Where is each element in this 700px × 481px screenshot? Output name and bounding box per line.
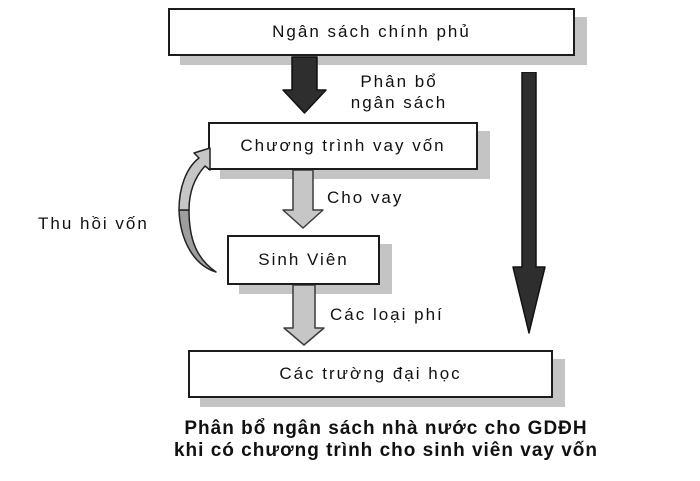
node-students: Sinh Viên <box>227 235 380 285</box>
capital-recovery-arrow-upper-crescent <box>178 147 211 211</box>
direct-allocation-long-arrow-icon <box>512 72 546 334</box>
flow-label-capital-recovery: Thu hồi vốn <box>38 214 149 233</box>
flow-label-fees: Các loại phí <box>330 305 444 324</box>
lending-down-arrow-icon <box>282 170 324 229</box>
diagram-caption: Phân bổ ngân sách nhà nước cho GDĐH khi … <box>173 418 599 461</box>
budget-allocation-arrow-icon <box>282 56 327 114</box>
node-government-budget: Ngân sách chính phủ <box>168 8 575 56</box>
node-loan-program-label: Chương trình vay vốn <box>240 136 446 155</box>
fees-down-arrow-shape <box>283 285 325 346</box>
flow-label-budget-allocation: Phân bổ ngân sách <box>350 72 448 112</box>
node-students-label: Sinh Viên <box>258 250 349 269</box>
direct-allocation-long-arrow-shape <box>512 72 546 334</box>
flow-label-lending: Cho vay <box>327 188 404 207</box>
budget-allocation-arrow-shape <box>282 56 327 114</box>
capital-recovery-arrow-lower-crescent <box>178 209 217 273</box>
node-universities-label: Các trường đại học <box>279 364 462 383</box>
node-loan-program: Chương trình vay vốn <box>208 122 478 170</box>
node-universities: Các trường đại học <box>188 350 553 398</box>
fees-down-arrow-icon <box>283 285 325 346</box>
capital-recovery-curved-arrow-icon <box>178 147 217 273</box>
node-government-budget-label: Ngân sách chính phủ <box>272 22 471 41</box>
lending-down-arrow-shape <box>282 170 324 229</box>
